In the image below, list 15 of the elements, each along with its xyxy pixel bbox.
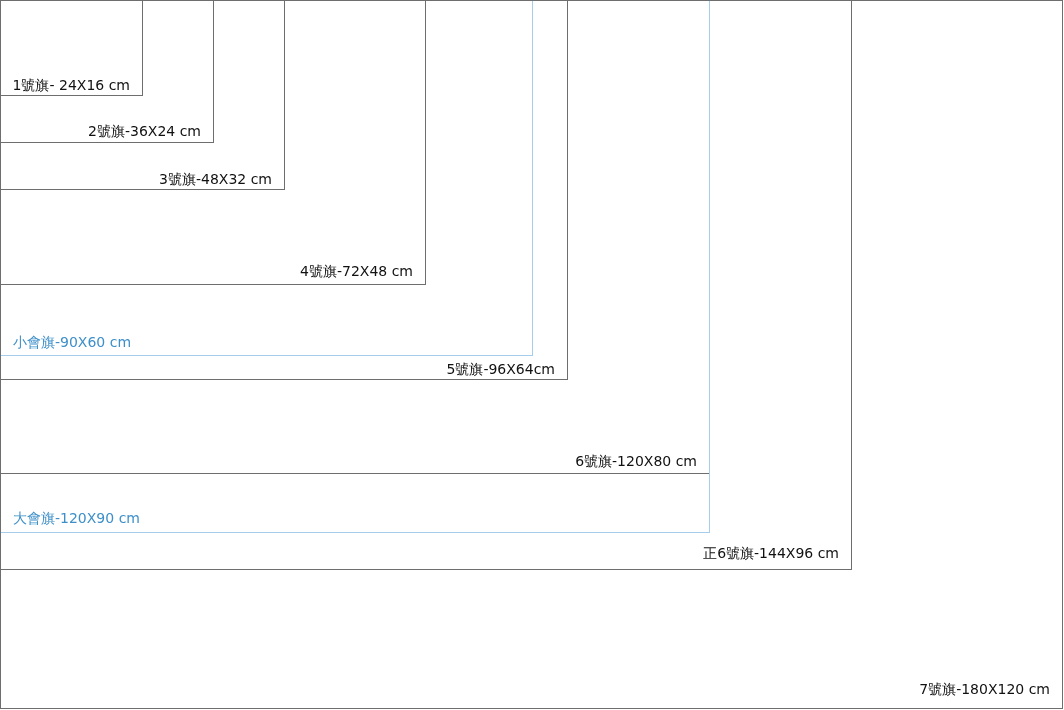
size-label: 6號旗-120X80 cm [575, 452, 697, 470]
size-label: 3號旗-48X32 cm [159, 170, 272, 188]
flag-size-outline [1, 1, 285, 190]
size-label: 7號旗-180X120 cm [919, 680, 1050, 698]
size-label: 1號旗- 24X16 cm [12, 76, 130, 94]
flag-size-outline [1, 1, 852, 570]
flag-size-outline [1, 1, 426, 285]
size-label: 大會旗-120X90 cm [13, 509, 140, 527]
flag-size-outline [1, 1, 214, 143]
size-label: 正6號旗-144X96 cm [703, 544, 839, 562]
size-label: 4號旗-72X48 cm [300, 262, 413, 280]
flag-size-outline [1, 1, 143, 96]
size-label: 2號旗-36X24 cm [88, 122, 201, 140]
size-label: 5號旗-96X64cm [446, 360, 555, 378]
size-label: 小會旗-90X60 cm [13, 333, 132, 351]
